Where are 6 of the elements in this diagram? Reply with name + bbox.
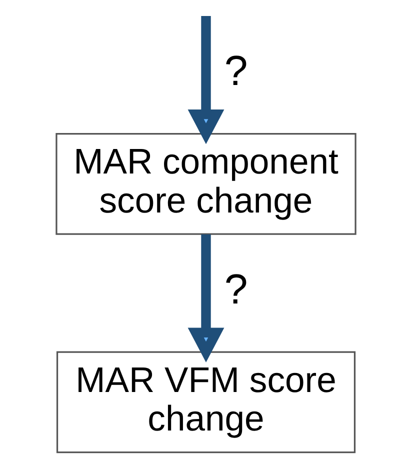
arrow: [188, 16, 224, 144]
node-box: MAR component score change: [56, 133, 356, 235]
arrow: [188, 234, 224, 362]
edge-label: ?: [224, 47, 248, 94]
node-box: MAR VFM score change: [56, 351, 356, 454]
edge-label: ?: [224, 265, 248, 312]
